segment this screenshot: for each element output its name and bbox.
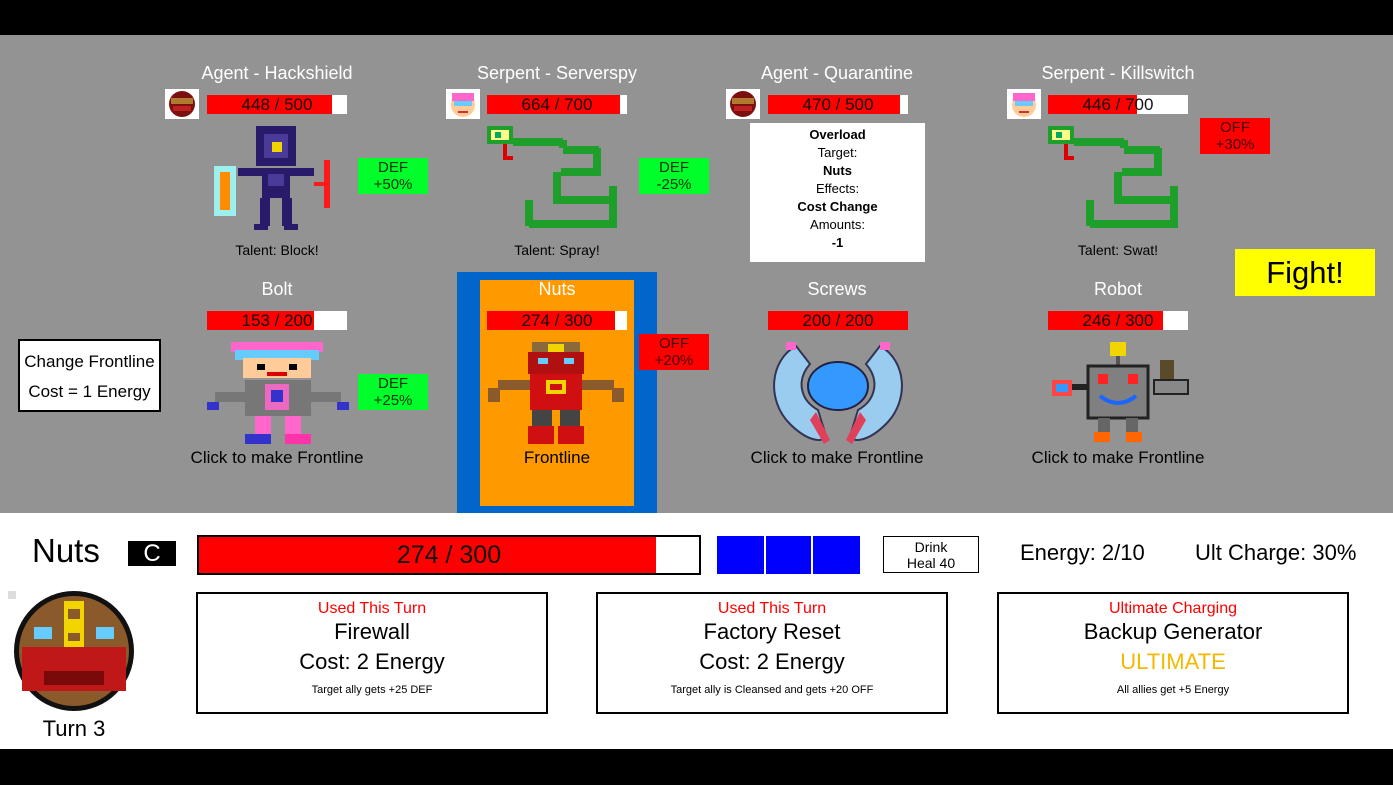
serverspy-sprite: [487, 126, 617, 228]
ability-card-firewall[interactable]: Used This Turn Firewall Cost: 2 Energy T…: [196, 592, 548, 714]
ally-name: Robot: [1093, 279, 1143, 299]
ally-hp-bar: 274 / 300: [487, 311, 627, 330]
make-frontline-link[interactable]: Click to make Frontline: [750, 448, 924, 467]
screws-sprite: [773, 342, 903, 444]
energy-pips: [717, 536, 860, 574]
ally-name: Bolt: [261, 279, 293, 299]
ult-charge: Ult Charge: 30%: [1195, 540, 1357, 565]
tooltip-target-label: Target:: [817, 145, 858, 160]
change-frontline-button[interactable]: Change Frontline Cost = 1 Energy: [18, 339, 161, 412]
tooltip-effect: Cost Change: [797, 199, 878, 214]
energy-pip-divider: [764, 536, 766, 574]
bolt-sprite: [207, 342, 349, 444]
ally-hp-bar: 153 / 200: [207, 311, 347, 330]
hackshield-sprite: [214, 126, 330, 230]
ability-status: Used This Turn: [717, 600, 827, 617]
serpent-faction-icon: [446, 89, 480, 119]
ally-hp-bar: 200 / 200: [768, 311, 908, 330]
active-unit-name: Nuts: [32, 532, 100, 569]
ultimate-label: ULTIMATE: [1120, 649, 1226, 674]
ability-cost: Cost: 2 Energy: [299, 649, 445, 674]
ability-cost: Cost: 2 Energy: [699, 649, 845, 674]
ally-hp-bar: 246 / 300: [1048, 311, 1188, 330]
ability-description: Target ally is Cleansed and gets +20 OFF: [670, 684, 874, 696]
ability-description: All allies get +5 Energy: [1116, 684, 1230, 696]
def-buff-badge: DEF +50%: [358, 158, 428, 194]
serpent-faction-icon: [1007, 89, 1041, 119]
change-frontline-label: Change Frontline: [24, 352, 155, 371]
active-unit-portrait: [8, 591, 134, 711]
ability-name: Factory Reset: [703, 619, 841, 644]
enemy-hp-bar: 664 / 700: [487, 95, 627, 114]
energy-counter: Energy: 2/10: [1020, 540, 1145, 565]
enemy-name: Serpent - Serverspy: [476, 63, 638, 83]
fight-button[interactable]: Fight!: [1235, 249, 1375, 296]
robot-sprite: [1052, 342, 1189, 442]
tooltip-effects-label: Effects:: [815, 181, 860, 196]
frontline-label: Frontline: [523, 448, 591, 467]
turn-counter: Turn 3: [42, 716, 106, 741]
make-frontline-link[interactable]: Click to make Frontline: [190, 448, 364, 467]
ally-name: Nuts: [538, 279, 576, 299]
top-letterbox: [0, 0, 1393, 35]
ability-name: Backup Generator: [1083, 619, 1263, 644]
tooltip-amounts-label: Amounts:: [810, 217, 865, 232]
enemy-talent: Talent: Block!: [235, 242, 319, 258]
tooltip-target: Nuts: [823, 163, 852, 178]
ability-status: Ultimate Charging: [1108, 600, 1238, 617]
tooltip-title: Overload: [809, 127, 866, 142]
drink-label: Drink: [914, 539, 948, 555]
tooltip-amount: -1: [831, 235, 844, 250]
enemy-hp-bar: 446 / 700: [1048, 95, 1188, 114]
drink-button[interactable]: Drink Heal 40: [883, 536, 979, 573]
battle-arena: [0, 35, 1393, 513]
off-buff-badge: OFF +30%: [1200, 118, 1270, 154]
energy-pip-divider: [811, 536, 813, 574]
ability-name: Firewall: [334, 619, 410, 644]
bottom-letterbox: [0, 749, 1393, 785]
change-frontline-cost: Cost = 1 Energy: [28, 382, 151, 401]
enemy-name: Agent - Hackshield: [201, 63, 353, 83]
enemy-talent: Talent: Spray!: [514, 242, 600, 258]
enemy-hp-bar: 448 / 500: [207, 95, 347, 114]
ally-name: Screws: [807, 279, 867, 299]
ability-status: Used This Turn: [317, 600, 427, 617]
off-buff-badge: OFF +20%: [639, 334, 709, 370]
enemy-hp-bar: 470 / 500: [768, 95, 908, 114]
ability-description: Target ally gets +25 DEF: [311, 684, 433, 696]
make-frontline-link[interactable]: Click to make Frontline: [1031, 448, 1205, 467]
nuts-sprite: [488, 342, 624, 444]
def-buff-badge: DEF +25%: [358, 374, 428, 410]
agent-faction-icon: [165, 89, 199, 119]
ability-card-factory-reset[interactable]: Used This Turn Factory Reset Cost: 2 Ene…: [596, 592, 948, 714]
def-debuff-badge: DEF -25%: [639, 158, 709, 194]
ability-tooltip: Overload Target: Nuts Effects: Cost Chan…: [750, 123, 925, 262]
enemy-name: Serpent - Killswitch: [1041, 63, 1195, 83]
enemy-talent: Talent: Swat!: [1077, 242, 1159, 258]
agent-faction-icon: [726, 89, 760, 119]
active-hp-bar: 274 / 300: [197, 535, 701, 575]
drink-heal-amount: Heal 40: [906, 555, 956, 571]
unit-class-badge: C: [128, 541, 176, 566]
enemy-name: Agent - Quarantine: [760, 63, 914, 83]
killswitch-sprite: [1048, 126, 1178, 228]
ability-card-backup-generator[interactable]: Ultimate Charging Backup Generator ULTIM…: [997, 592, 1349, 714]
